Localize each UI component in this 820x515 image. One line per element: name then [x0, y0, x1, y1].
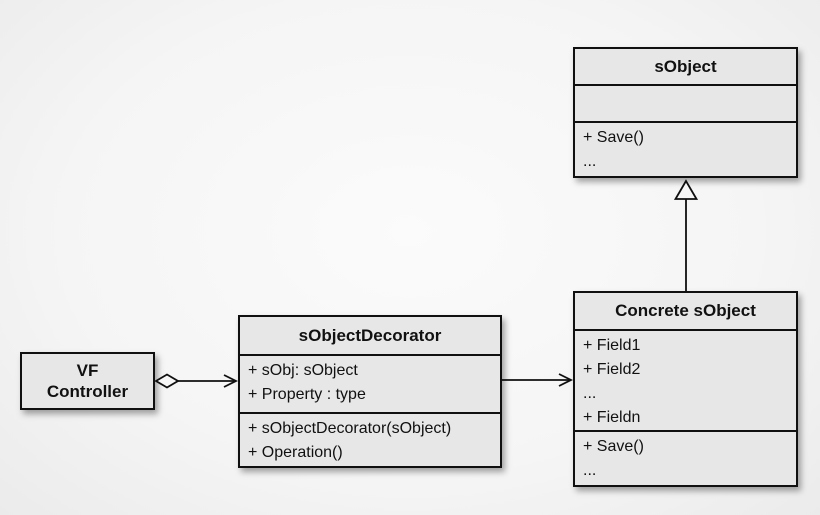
attributes-compartment-concrete-sobject: + Field1 + Field2 ... + Fieldn: [575, 329, 796, 430]
method-line: ...: [583, 153, 597, 170]
attribute-line: + Fieldn: [583, 409, 641, 426]
class-title-vf-controller: VF Controller: [46, 360, 129, 401]
methods-compartment-concrete-sobject: + Save() ...: [575, 430, 796, 485]
class-box-vf-controller: VF Controller: [20, 352, 155, 410]
method-line: + sObjectDecorator(sObject): [248, 420, 452, 437]
method-line: + Save(): [583, 129, 644, 146]
methods-compartment-sobject-decorator: + sObjectDecorator(sObject) + Operation(…: [240, 412, 500, 466]
aggregation-connector: [154, 373, 239, 389]
class-box-sobject-decorator: sObjectDecorator + sObj: sObject + Prope…: [238, 315, 502, 468]
attribute-line: ...: [583, 385, 597, 402]
class-box-concrete-sobject: Concrete sObject + Field1 + Field2 ... +…: [573, 291, 798, 487]
attributes-compartment-sobject: [575, 84, 796, 121]
method-line: + Operation(): [248, 444, 343, 461]
association-arrow-connector: [502, 373, 574, 387]
open-arrowhead-icon: [223, 374, 239, 388]
class-title-sobject-decorator: sObjectDecorator: [298, 325, 442, 345]
methods-compartment-sobject: + Save() ...: [575, 121, 796, 176]
attributes-compartment-sobject-decorator: + sObj: sObject + Property : type: [240, 354, 500, 412]
attribute-line: + Field1: [583, 337, 641, 354]
open-arrowhead-icon: [558, 373, 574, 387]
method-line: ...: [583, 462, 597, 479]
generalization-connector: [673, 179, 699, 291]
class-box-sobject: sObject + Save() ...: [573, 47, 798, 178]
attribute-line: + Field2: [583, 361, 641, 378]
class-title-sobject: sObject: [654, 56, 717, 76]
attribute-line: + sObj: sObject: [248, 362, 358, 379]
method-line: + Save(): [583, 438, 644, 455]
class-title-concrete-sobject: Concrete sObject: [615, 301, 756, 320]
hollow-triangle-arrowhead-icon: [673, 179, 699, 200]
attribute-line: + Property : type: [248, 386, 366, 403]
hollow-diamond-icon: [154, 373, 180, 389]
